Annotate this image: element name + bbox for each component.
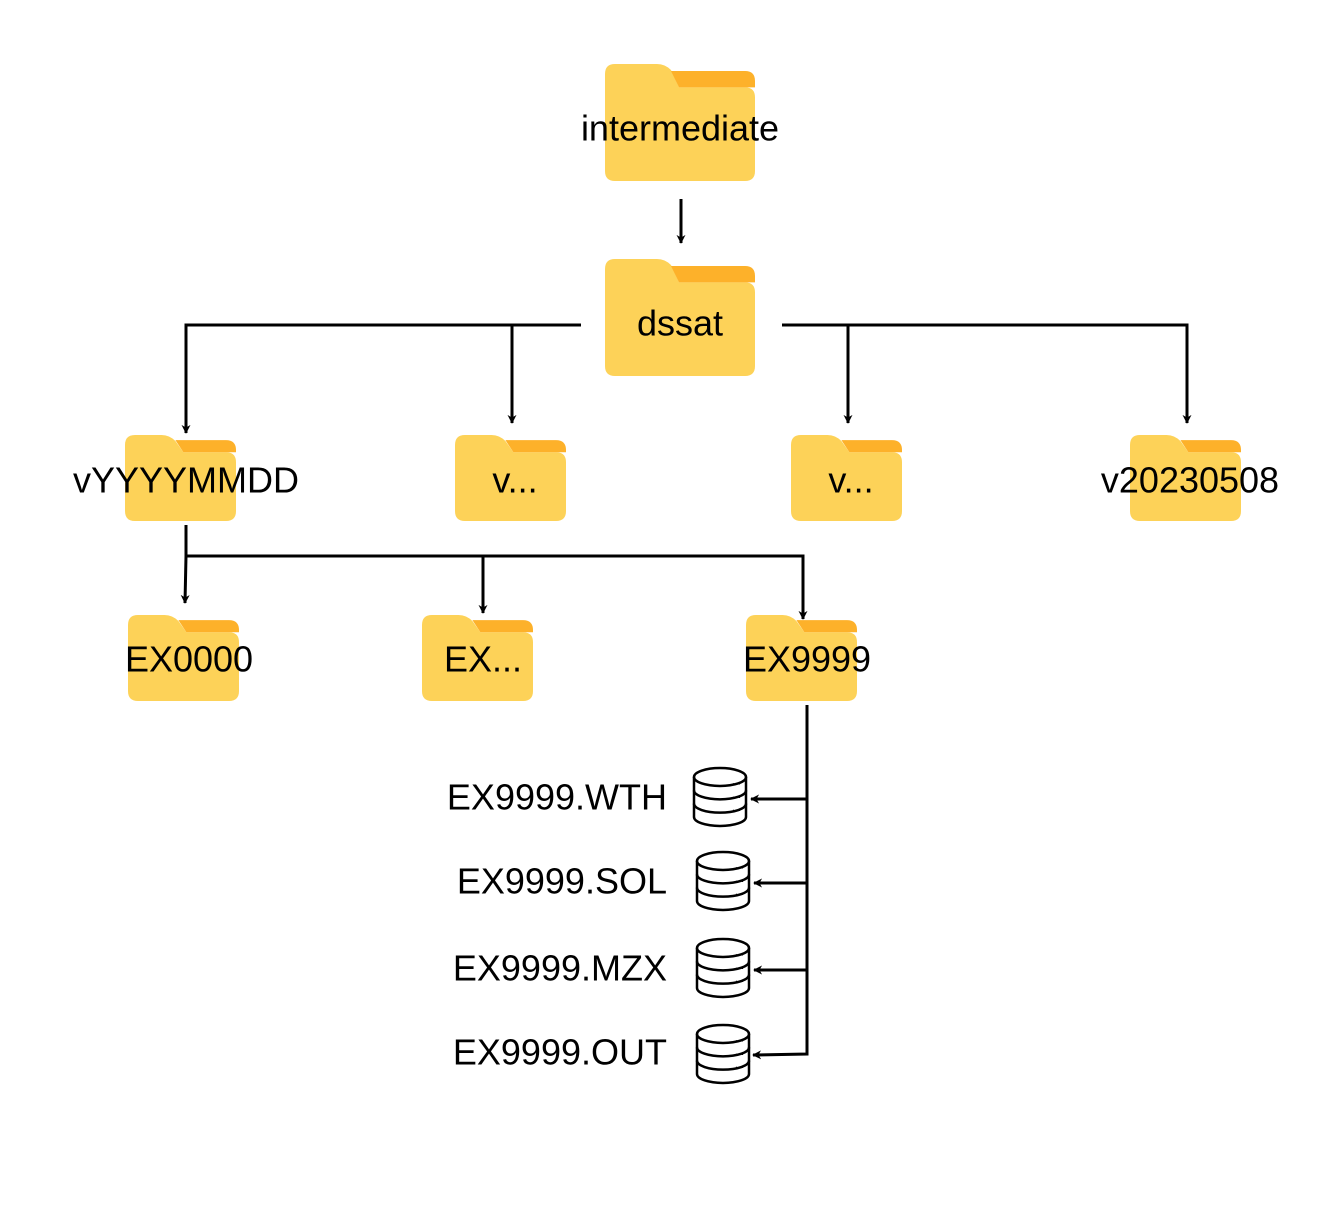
folder-version[interactable]: vYYYYMMDD <box>73 435 299 521</box>
folder-icon <box>1130 435 1241 521</box>
folder-label: EX9999 <box>743 639 871 680</box>
svg-text:···: ··· <box>735 887 744 901</box>
folder-icon <box>422 615 533 701</box>
folder-icon <box>125 435 236 521</box>
database-icon: ········· <box>692 766 748 828</box>
database-icon: ········· <box>695 937 751 999</box>
database-icon: ········· <box>695 1023 751 1085</box>
file-label: EX9999.SOL <box>457 861 667 902</box>
folder-experiment[interactable]: EX0000 <box>125 615 253 701</box>
folder-icon <box>605 259 755 376</box>
svg-text:···: ··· <box>735 1033 744 1047</box>
svg-text:···: ··· <box>735 974 744 988</box>
folder-label: v... <box>492 460 537 501</box>
database-icon: ········· <box>695 850 751 912</box>
file-item[interactable]: EX9999.SOL········· <box>457 850 751 912</box>
file-item[interactable]: EX9999.OUT········· <box>453 1023 751 1085</box>
folder-version[interactable]: v... <box>791 435 902 521</box>
connector-arrow <box>752 705 809 1060</box>
folder-dssat[interactable]: dssat <box>605 259 755 376</box>
folder-label: EX0000 <box>125 639 253 680</box>
connectors <box>180 199 1192 1060</box>
folder-icon <box>128 615 239 701</box>
svg-text:···: ··· <box>735 1046 744 1060</box>
folder-label: dssat <box>637 303 723 344</box>
folder-version[interactable]: v... <box>455 435 566 521</box>
connector-arrow <box>782 323 1192 424</box>
svg-text:···: ··· <box>735 860 744 874</box>
svg-text:···: ··· <box>735 947 744 961</box>
file-item[interactable]: EX9999.WTH········· <box>447 766 748 828</box>
svg-text:···: ··· <box>732 789 741 803</box>
connector-arrow <box>184 525 808 620</box>
svg-text:···: ··· <box>735 873 744 887</box>
folder-icon <box>455 435 566 521</box>
file-label: EX9999.OUT <box>453 1032 667 1073</box>
file-item[interactable]: EX9999.MZX········· <box>453 937 751 999</box>
folder-icon <box>746 615 857 701</box>
folder-label: vYYYYMMDD <box>73 460 299 501</box>
svg-text:···: ··· <box>732 803 741 817</box>
connector-arrow <box>180 555 190 604</box>
svg-text:···: ··· <box>732 776 741 790</box>
folder-intermediate[interactable]: intermediate <box>581 64 779 181</box>
folder-label: v... <box>828 460 873 501</box>
svg-text:···: ··· <box>735 1060 744 1074</box>
folder-experiment[interactable]: EX9999 <box>743 615 871 701</box>
folder-label: v20230508 <box>1101 460 1279 501</box>
folder-label: intermediate <box>581 108 779 149</box>
folder-icon <box>791 435 902 521</box>
folder-label: EX... <box>444 639 522 680</box>
svg-text:···: ··· <box>735 960 744 974</box>
folder-icon <box>605 64 755 181</box>
connector-arrow <box>181 323 581 434</box>
file-label: EX9999.MZX <box>453 948 667 989</box>
folder-experiment[interactable]: EX... <box>422 615 533 701</box>
folder-version[interactable]: v20230508 <box>1101 435 1279 521</box>
file-label: EX9999.WTH <box>447 777 667 818</box>
